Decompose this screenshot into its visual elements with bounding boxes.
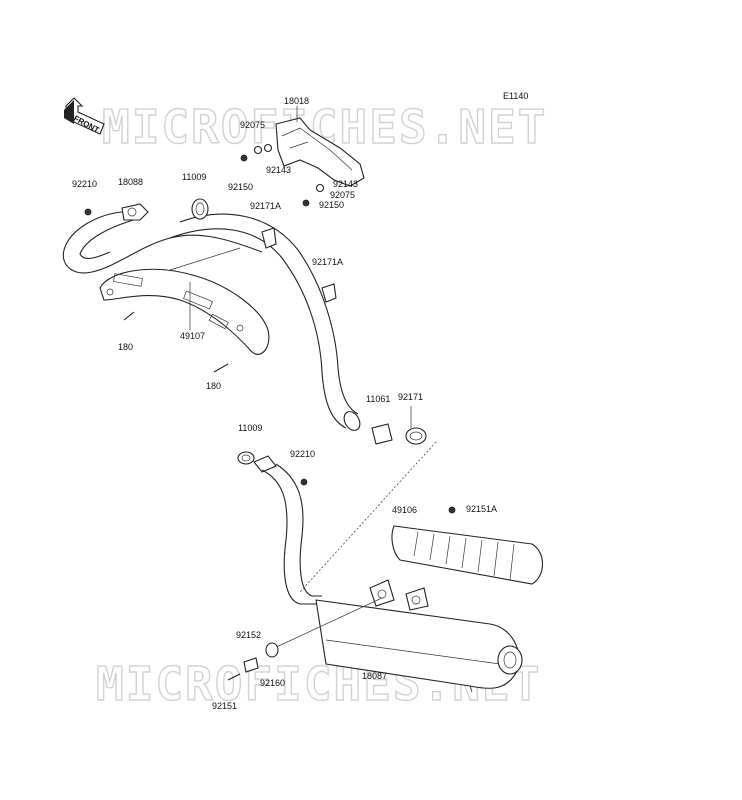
label-18088: 18088 — [118, 177, 143, 187]
label-180-a: 180 — [118, 342, 133, 352]
label-49107: 49107 — [180, 331, 205, 341]
label-11009-b: 11009 — [238, 423, 262, 433]
gasket-11009-b — [237, 451, 255, 465]
label-92151: 92151 — [212, 701, 237, 711]
label-49106: 49106 — [392, 505, 417, 515]
label-92151A: 92151A — [466, 504, 497, 514]
collar-92143-a — [263, 143, 273, 153]
label-92075-b: 92075 — [330, 190, 355, 200]
lower-header-pipe — [253, 455, 322, 605]
label-11061: 11061 — [366, 394, 390, 404]
label-11009-a: 11009 — [182, 172, 206, 182]
label-92143-b: 92143 — [333, 179, 358, 189]
bolt-92151A — [448, 506, 456, 514]
front-arrow-icon: FRONT — [64, 97, 105, 135]
gasket-11009-a — [191, 198, 209, 220]
joint-pipe-11061 — [371, 423, 393, 445]
muffler-18087 — [315, 579, 523, 693]
label-92210-b: 92210 — [290, 449, 315, 459]
mount-92160 — [265, 642, 279, 658]
label-18018: 18018 — [284, 96, 309, 106]
label-92171A-b: 92171A — [312, 257, 343, 267]
label-92171: 92171 — [398, 392, 423, 402]
label-92210-a: 92210 — [72, 179, 97, 189]
nut-92210-b — [300, 478, 308, 486]
label-92143-a: 92143 — [266, 165, 291, 175]
washer-92075-a — [253, 145, 263, 155]
nut-92210-a — [84, 208, 92, 216]
label-18087: 18087 — [362, 671, 387, 681]
label-92150-b: 92150 — [319, 200, 344, 210]
heat-shield-49107 — [99, 268, 270, 355]
collar-92143-b — [315, 183, 325, 193]
screw-180-b — [213, 363, 229, 373]
bolt-92150-a — [240, 154, 248, 162]
label-92160: 92160 — [260, 678, 285, 688]
label-92171A-a: 92171A — [250, 201, 281, 211]
label-92152: 92152 — [236, 630, 261, 640]
heat-guard-18018 — [275, 117, 365, 187]
label-92150-a: 92150 — [228, 182, 253, 192]
diagram-code: E1140 — [503, 91, 528, 101]
clip-92171A-a — [261, 227, 277, 249]
label-180-b: 180 — [206, 381, 221, 391]
clamp-92171 — [405, 427, 427, 445]
heat-shield-49106 — [391, 525, 544, 585]
screw-180-a — [123, 311, 135, 321]
label-92075-a: 92075 — [240, 120, 265, 130]
header-pipe-18088 — [62, 203, 361, 431]
bolt-92151 — [227, 673, 241, 681]
bushing-92152 — [243, 657, 259, 673]
bolt-92150-b — [302, 199, 310, 207]
clip-92171A-b — [321, 283, 337, 303]
